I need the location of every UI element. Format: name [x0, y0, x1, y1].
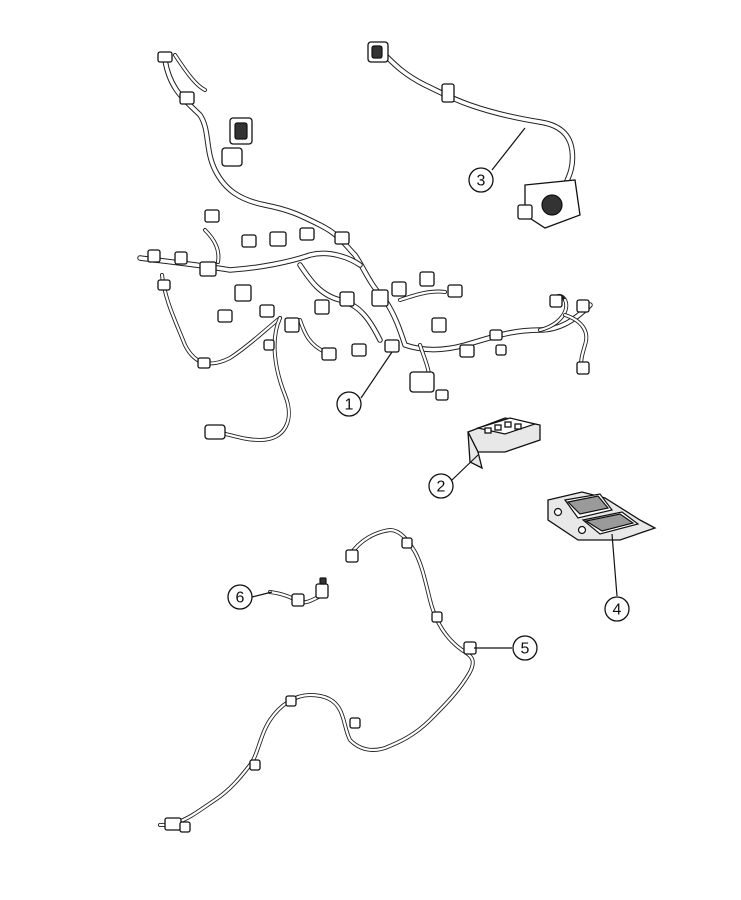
part-5-long-harness[interactable]	[158, 528, 477, 833]
callout-label-5: 5	[521, 641, 530, 658]
leader-line-2	[451, 454, 479, 481]
callout-label-4: 4	[613, 602, 622, 619]
leader-line-1	[360, 351, 393, 399]
callout-6: 6	[227, 584, 253, 610]
part-2-harness-bracket[interactable]	[467, 417, 541, 470]
callout-label-3: 3	[477, 173, 486, 190]
callout-label-2: 2	[437, 479, 446, 496]
leader-lines	[251, 127, 618, 649]
part-4-harness-cover[interactable]	[547, 491, 657, 541]
part-6-sensor-pigtail[interactable]	[268, 577, 329, 607]
callout-label-6: 6	[236, 590, 245, 607]
part-1-engine-wiring-harness[interactable]	[137, 51, 593, 442]
leader-line-4	[611, 533, 618, 597]
part-3-jumper-harness[interactable]	[367, 41, 581, 229]
callout-5: 5	[512, 635, 538, 661]
leader-line-3	[491, 127, 526, 171]
leader-line-6	[251, 591, 273, 598]
callout-1: 1	[336, 391, 362, 417]
callout-2: 2	[428, 473, 454, 499]
callout-4: 4	[604, 596, 630, 622]
callout-label-1: 1	[345, 397, 354, 414]
callout-3: 3	[468, 167, 494, 193]
